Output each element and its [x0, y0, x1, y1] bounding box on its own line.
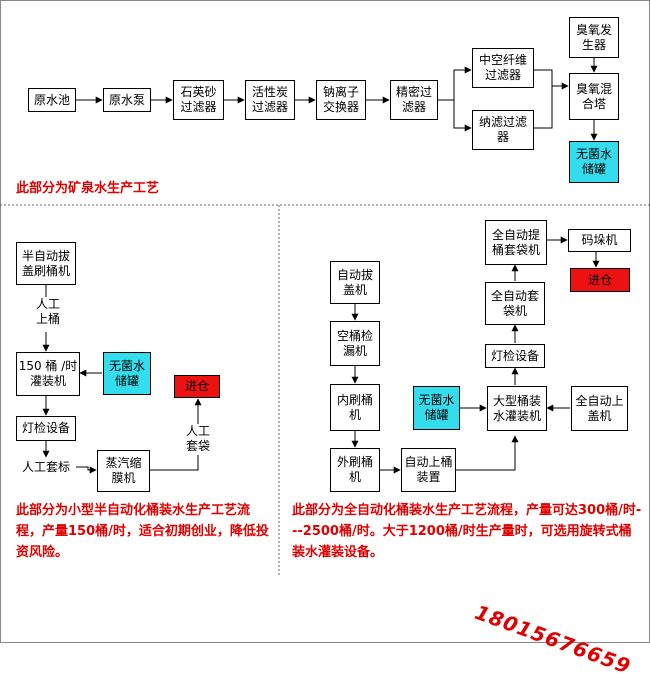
- nanofiltration-filter-box: 纳滤过滤 器: [472, 110, 534, 150]
- manual-bagging-label: 人工 套袋: [185, 424, 210, 453]
- ozone-mixing-tower-box: 臭氧混 合塔: [569, 73, 619, 120]
- outer-brush-machine-box: 外刷桶 机: [330, 448, 380, 492]
- auto-decapper-box: 自动拔 盖机: [330, 261, 380, 304]
- ozone-generator-box: 臭氧发 生器: [569, 17, 619, 58]
- quartz-sand-filter-box: 石英砂 过滤器: [173, 80, 224, 120]
- empty-bucket-leak-detector-box: 空桶检 漏机: [330, 321, 380, 366]
- sodium-ion-exchanger-box: 钠离子 交换器: [316, 80, 366, 120]
- raw-water-pump-box: 原水泵: [103, 88, 151, 112]
- filler-150-box: 150 桶 /时 灌装机: [16, 352, 80, 396]
- precision-filter-box: 精密过 滤器: [390, 80, 438, 120]
- manual-labeling-label: 人工套标: [21, 460, 70, 474]
- mineral-water-caption: 此部分为矿泉水生产工艺: [16, 181, 160, 196]
- right-light-inspection-box: 灯检设备: [485, 344, 545, 368]
- auto-loader-box: 自动上桶 装置: [401, 448, 456, 492]
- stacker-box: 码垛机: [568, 229, 631, 252]
- semi-auto-caption: 此部分为小型半自动化桶装水生产工艺流程，产量150桶/时，适合初期创业，降低投资…: [16, 503, 269, 560]
- manual-loading-label: 人工 上桶: [35, 297, 60, 326]
- raw-water-pool-box: 原水池: [28, 88, 76, 112]
- large-bucket-filler-box: 大型桶装 水灌装机: [487, 386, 547, 431]
- right-sterile-water-tank-box: 无菌水 储罐: [413, 386, 460, 430]
- left-light-inspection-box: 灯检设备: [16, 416, 76, 441]
- full-auto-caption: 此部分为全自动化桶装水生产工艺流程，产量可达300桶/时---2500桶/时。大…: [292, 503, 642, 560]
- inner-brush-machine-box: 内刷桶 机: [330, 384, 380, 431]
- sterile-water-tank-box: 无菌水 储罐: [569, 141, 619, 183]
- steam-shrink-machine-box: 蒸汽缩 膜机: [97, 450, 150, 492]
- auto-lift-bagger-box: 全自动提 桶套袋机: [485, 220, 547, 265]
- activated-carbon-filter-box: 活性炭 过滤器: [245, 80, 295, 120]
- left-sterile-water-tank-box: 无菌水 储罐: [103, 352, 151, 395]
- auto-capper-box: 全自动上 盖机: [571, 386, 628, 431]
- auto-bagger-box: 全自动套 袋机: [485, 282, 545, 325]
- semi-auto-decap-brush-machine-box: 半自动拔 盖刷桶机: [16, 242, 76, 285]
- left-warehouse-box: 进仓: [174, 375, 220, 398]
- right-warehouse-box: 进仓: [570, 268, 630, 292]
- hollow-fiber-filter-box: 中空纤维 过滤器: [472, 48, 534, 88]
